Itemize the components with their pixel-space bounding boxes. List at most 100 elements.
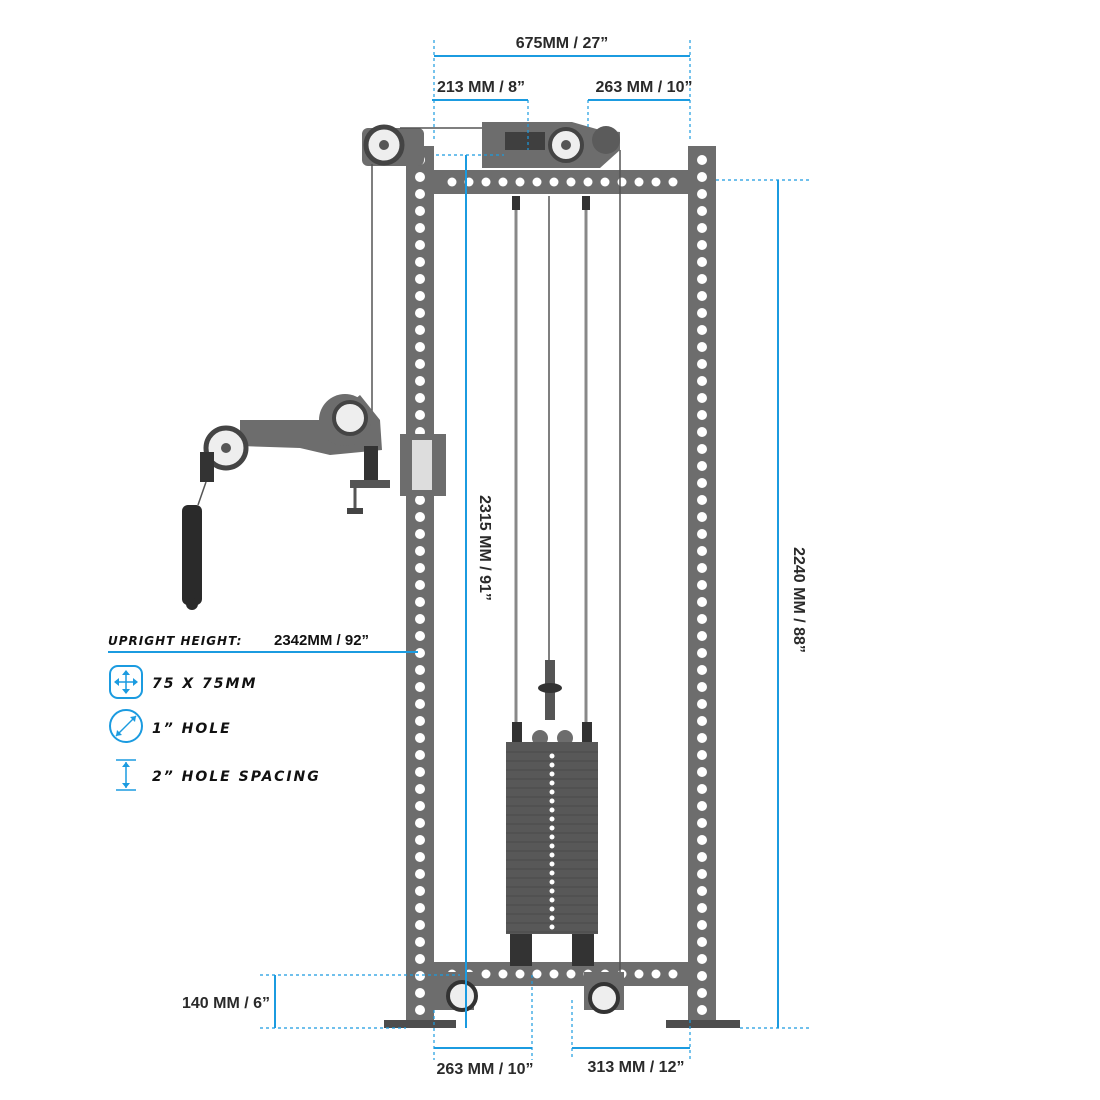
upright-hole <box>697 733 707 743</box>
upright-hole <box>415 818 425 828</box>
upright-hole <box>415 580 425 590</box>
upright-hole <box>697 716 707 726</box>
upright-hole <box>415 546 425 556</box>
upright-hole <box>415 206 425 216</box>
upright-hole <box>415 257 425 267</box>
upright-hole <box>415 784 425 794</box>
upright-hole <box>415 529 425 539</box>
upright-hole <box>415 597 425 607</box>
upright-hole <box>415 886 425 896</box>
upright-hole <box>481 969 491 979</box>
upright-hole <box>415 495 425 505</box>
upright-hole <box>566 177 576 187</box>
upright-hole <box>697 257 707 267</box>
bottom-left-offset-label: 263 MM / 10” <box>437 1061 534 1078</box>
upright-hole <box>415 359 425 369</box>
upright-hole <box>697 750 707 760</box>
upright-hole <box>415 954 425 964</box>
top-right-offset-label: 263 MM / 10” <box>596 79 693 96</box>
upright-hole <box>668 969 678 979</box>
upright-hole <box>415 1005 425 1015</box>
upright-hole <box>415 920 425 930</box>
upright-hole <box>697 784 707 794</box>
upright-hole <box>549 969 559 979</box>
upright-hole <box>415 189 425 199</box>
side-pulley-arm <box>203 394 446 514</box>
upright-hole <box>415 801 425 811</box>
dimension-lines <box>108 40 812 1060</box>
overall-width-label: 675MM / 27” <box>516 35 608 52</box>
top-left-pulley <box>362 124 482 166</box>
upright-hole <box>697 444 707 454</box>
upright-hole <box>415 682 425 692</box>
upright-hole <box>697 529 707 539</box>
top-pulley-housing <box>482 122 620 168</box>
upright-hole <box>447 177 457 187</box>
upright-hole <box>697 1005 707 1015</box>
upright-hole <box>415 903 425 913</box>
upright-hole <box>697 903 707 913</box>
bottom-right-pulley <box>584 972 624 1014</box>
top-crossmember-holes <box>447 177 678 187</box>
upright-hole <box>415 648 425 658</box>
spec-legend: UPRIGHT HEIGHT: 2342MM / 92” 75 X 75MM 1… <box>108 632 369 791</box>
top-crossmember <box>434 170 688 194</box>
upright-hole <box>651 177 661 187</box>
upright-hole <box>515 177 525 187</box>
upright-hole <box>415 172 425 182</box>
upright-hole <box>498 177 508 187</box>
upright-hole <box>415 325 425 335</box>
upright-hole <box>697 954 707 964</box>
upright-height-label: UPRIGHT HEIGHT: <box>108 634 242 648</box>
upright-hole <box>697 597 707 607</box>
upright-hole <box>697 665 707 675</box>
upright-hole <box>566 969 576 979</box>
hole-spacing-label: 2” HOLE SPACING <box>152 769 321 785</box>
upright-hole <box>697 920 707 930</box>
upright-hole <box>415 410 425 420</box>
upright-hole <box>697 971 707 981</box>
upright-hole <box>415 240 425 250</box>
upright-hole <box>415 835 425 845</box>
bottom-height-label: 140 MM / 6” <box>182 995 270 1012</box>
upright-hole <box>697 223 707 233</box>
upright-height-value: 2342MM / 92” <box>274 632 369 649</box>
upright-hole <box>415 631 425 641</box>
upright-hole <box>634 177 644 187</box>
right-foot <box>666 1020 740 1028</box>
upright-hole <box>697 937 707 947</box>
upright-hole <box>634 969 644 979</box>
upright-hole <box>600 177 610 187</box>
upright-hole <box>697 189 707 199</box>
upright-hole <box>697 682 707 692</box>
upright-hole <box>415 716 425 726</box>
diameter-circle-icon <box>109 709 143 743</box>
upright-hole <box>697 206 707 216</box>
upright-hole <box>697 410 707 420</box>
upright-hole <box>481 177 491 187</box>
upright-hole <box>415 223 425 233</box>
upright-hole <box>697 580 707 590</box>
upright-hole <box>697 563 707 573</box>
upright-hole <box>415 852 425 862</box>
upright-hole <box>697 325 707 335</box>
upright-hole <box>697 614 707 624</box>
upright-hole <box>415 665 425 675</box>
upright-hole <box>697 631 707 641</box>
spacing-icon <box>116 759 136 791</box>
upright-hole <box>697 461 707 471</box>
upright-hole <box>415 937 425 947</box>
upright-hole <box>697 376 707 386</box>
right-upright-holes <box>697 155 707 1015</box>
upright-hole <box>697 767 707 777</box>
upright-hole <box>697 495 707 505</box>
upright-hole <box>697 291 707 301</box>
upright-hole <box>697 308 707 318</box>
upright-hole <box>415 291 425 301</box>
upright-hole <box>415 988 425 998</box>
strap-handle <box>182 452 214 610</box>
upright-hole <box>532 969 542 979</box>
frame-height-label: 2240 MM / 88” <box>790 547 807 653</box>
bottom-right-offset-label: 313 MM / 12” <box>588 1059 685 1076</box>
weight-stack <box>506 722 598 966</box>
